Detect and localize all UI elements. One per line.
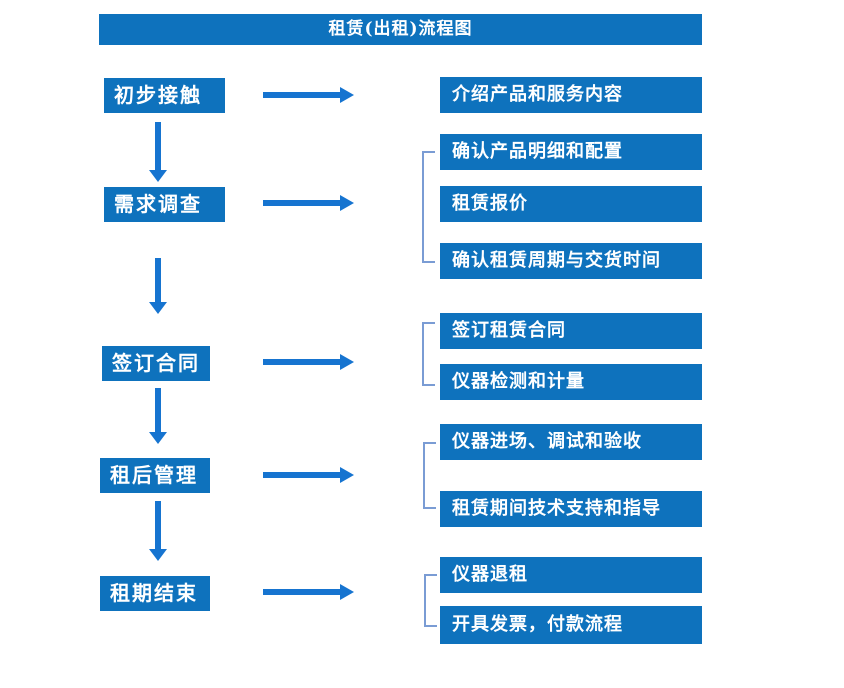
detail-box: 仪器退租 — [440, 557, 702, 593]
flowchart-title: 租赁(出租)流程图 — [99, 14, 702, 45]
detail-box: 仪器进场、调试和验收 — [440, 424, 702, 460]
detail-box: 租赁期间技术支持和指导 — [440, 491, 702, 527]
detail-box: 介绍产品和服务内容 — [440, 77, 702, 113]
down-arrow-icon — [149, 122, 167, 182]
detail-box: 租赁报价 — [440, 186, 702, 222]
group-bracket — [422, 151, 435, 263]
detail-box: 确认产品明细和配置 — [440, 134, 702, 170]
group-bracket — [422, 322, 435, 386]
stage-box-sign-contract: 签订合同 — [102, 346, 210, 381]
down-arrow-icon — [149, 501, 167, 561]
stage-box-initial-contact: 初步接触 — [104, 78, 225, 113]
detail-box: 确认租赁周期与交货时间 — [440, 243, 702, 279]
stage-box-rental-end: 租期结束 — [100, 576, 210, 611]
right-arrow-icon — [263, 354, 354, 370]
group-bracket — [423, 442, 436, 509]
right-arrow-icon — [263, 87, 354, 103]
stage-box-post-rental-mgmt: 租后管理 — [100, 458, 210, 493]
right-arrow-icon — [263, 195, 354, 211]
right-arrow-icon — [263, 467, 354, 483]
stage-box-demand-survey: 需求调查 — [104, 187, 225, 222]
group-bracket — [424, 574, 437, 627]
detail-box: 开具发票，付款流程 — [440, 606, 702, 644]
detail-box: 签订租赁合同 — [440, 313, 702, 349]
detail-box: 仪器检测和计量 — [440, 364, 702, 400]
right-arrow-icon — [263, 584, 354, 600]
down-arrow-icon — [149, 388, 167, 444]
down-arrow-icon — [149, 258, 167, 314]
